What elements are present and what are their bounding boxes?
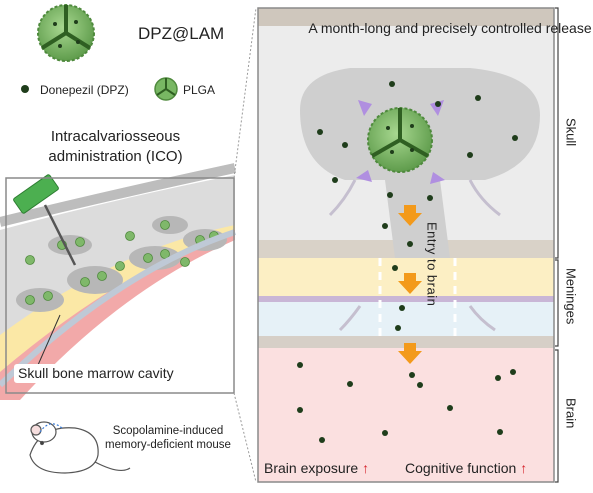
- entry-text: Entry to brain: [424, 222, 440, 307]
- outcome-exposure-text: Brain exposure: [264, 460, 359, 476]
- right-panel-frame: [257, 7, 555, 483]
- legend-plga-label: PLGA: [183, 83, 216, 97]
- cavity-label: Skull bone marrow cavity: [14, 364, 178, 383]
- legend-drug-label: Donepezil (DPZ): [40, 83, 129, 97]
- release-text: A month-long and precisely controlled re…: [308, 20, 592, 36]
- brain-layer: [258, 348, 554, 482]
- up-arrow-icon: ↑: [362, 460, 370, 476]
- model-label: Scopolamine-induced memory-deficient mou…: [105, 425, 231, 451]
- outcome-cognitive: Cognitive function ↑: [405, 460, 527, 477]
- outcome-cognitive-text: Cognitive function: [405, 460, 517, 476]
- layer-label-meninges: Meninges: [563, 268, 579, 325]
- callout-line-top: [233, 7, 257, 179]
- outcome-exposure: Brain exposure ↑: [264, 460, 369, 477]
- flow-arrows: [398, 205, 422, 364]
- mouse-icon: [29, 421, 131, 474]
- cavity-pointer: [37, 314, 61, 366]
- lam-particle-icon: [37, 4, 95, 62]
- plga-icon: [154, 77, 178, 101]
- product-label: DPZ@LAM: [138, 24, 225, 43]
- meninges-layer: [258, 258, 554, 348]
- vessel-lines: [328, 179, 501, 332]
- up-arrow-icon: ↑: [520, 460, 528, 476]
- bone-cross-section: [0, 163, 237, 400]
- syringe-icon: [13, 174, 77, 266]
- layer-brackets: [555, 7, 559, 483]
- drug-dots: [297, 81, 518, 443]
- drug-dot-icon: [21, 85, 29, 93]
- route-title: Intracalvariosseous administration (ICO): [48, 128, 183, 165]
- inset-frame: [5, 177, 235, 394]
- callout-line-bottom: [233, 392, 257, 483]
- layer-label-skull: Skull: [563, 118, 579, 147]
- layer-label-brain: Brain: [563, 398, 579, 429]
- lam-particle-center-icon: [367, 107, 433, 173]
